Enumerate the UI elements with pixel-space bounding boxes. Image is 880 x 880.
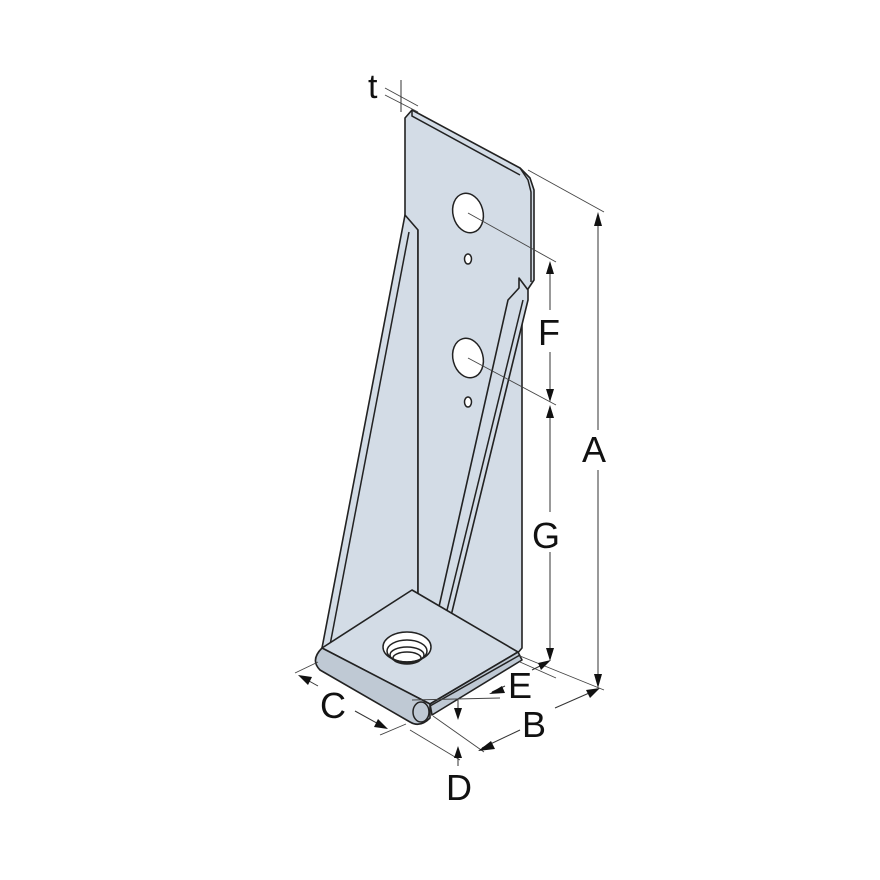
dimension-G: G xyxy=(532,405,560,661)
dimension-t: t xyxy=(368,68,419,113)
dim-label-G: G xyxy=(532,515,560,556)
dim-label-C: C xyxy=(320,685,346,726)
base-front-lip xyxy=(314,647,431,726)
dimension-B: B xyxy=(478,688,600,751)
dim-label-D: D xyxy=(446,767,472,808)
bracket xyxy=(314,109,535,726)
dimension-A: A xyxy=(582,212,606,688)
dimension-F: F xyxy=(538,261,560,402)
dimension-E: E xyxy=(489,660,551,706)
dim-label-A: A xyxy=(582,429,606,470)
upper-small-hole xyxy=(463,253,473,265)
dim-label-F: F xyxy=(538,312,560,353)
dim-label-t: t xyxy=(368,68,378,106)
threaded-nut xyxy=(382,631,432,665)
dimension-C: C xyxy=(298,675,388,729)
dimension-D: D xyxy=(446,700,472,808)
dim-label-E: E xyxy=(508,665,532,706)
lower-small-hole xyxy=(463,396,473,408)
dim-label-B: B xyxy=(522,704,546,745)
extension-lines xyxy=(294,169,605,761)
